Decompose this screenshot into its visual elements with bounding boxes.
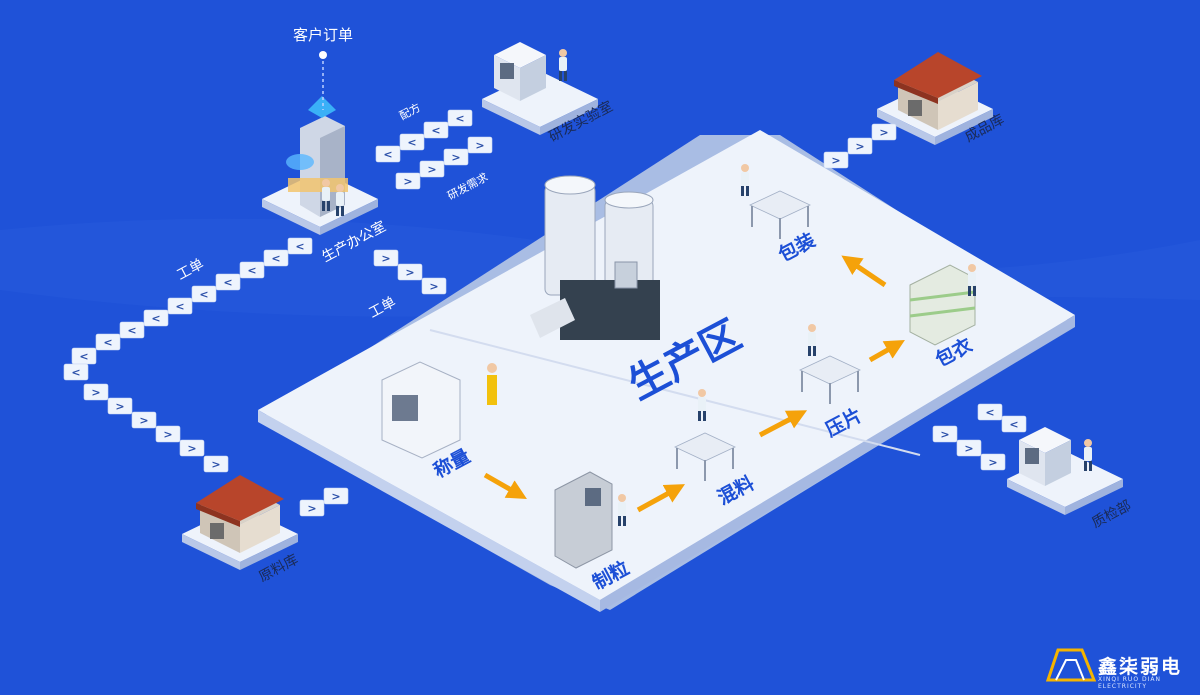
granulation-station (554, 471, 613, 569)
customer-order-label: 客户订单 (293, 26, 353, 44)
production-platform (258, 130, 1075, 612)
chevron (397, 263, 423, 281)
chevron (447, 109, 473, 127)
chevron (167, 297, 193, 315)
arrow-weighing-to-granulation (483, 472, 527, 499)
chevron (956, 439, 982, 457)
chevron (131, 411, 157, 429)
brand-name: 鑫柒弱电 (1098, 656, 1183, 678)
chevron (63, 363, 89, 381)
chevron (179, 439, 205, 457)
chevron (299, 499, 325, 517)
arrow-granulation-to-mixing (636, 484, 686, 513)
chevron (143, 309, 169, 327)
coating-rack (909, 264, 976, 346)
chevron (419, 160, 445, 178)
chevron (421, 277, 447, 295)
chevron (95, 333, 121, 351)
chevron (980, 453, 1006, 471)
chevron (847, 137, 873, 155)
chevron (71, 347, 97, 365)
rd-demand-label: 研发需求 (445, 170, 490, 203)
chevron (239, 261, 265, 279)
chevron (1001, 415, 1027, 433)
brand-logo-icon (1045, 648, 1097, 682)
chevron (323, 487, 349, 505)
chevron (423, 121, 449, 139)
peifang-label: 配方 (397, 100, 423, 123)
chevron (215, 273, 241, 291)
chevron (155, 425, 181, 443)
chevron (373, 249, 399, 267)
chevron (399, 133, 425, 151)
arrow-tableting-to-coating (868, 340, 905, 363)
chevron (443, 148, 469, 166)
chevron (395, 172, 421, 190)
chevron (823, 151, 849, 169)
chevron (203, 455, 229, 473)
order-connector-dot (319, 51, 327, 59)
chevron (467, 136, 493, 154)
chevron (83, 383, 109, 401)
chevron (263, 249, 289, 267)
chevron (191, 285, 217, 303)
process-flow-arrows (483, 255, 905, 513)
weighing-station (381, 361, 497, 459)
office-building (286, 96, 348, 217)
chevron (119, 321, 145, 339)
chevron (375, 145, 401, 163)
chevron (871, 123, 897, 141)
brand-subtitle: XINQI RUO DIAN ELECTRICITY (1098, 676, 1161, 690)
arrow-mixing-to-tableting (758, 410, 808, 438)
chevron (107, 397, 133, 415)
reactor-tanks (530, 175, 660, 340)
chevron (287, 237, 313, 255)
chevron (932, 425, 958, 443)
arrow-coating-to-packaging (841, 255, 887, 288)
chevron (977, 403, 1003, 421)
qc-department-label: 质检部 (1089, 498, 1134, 532)
lab-person (559, 49, 567, 81)
